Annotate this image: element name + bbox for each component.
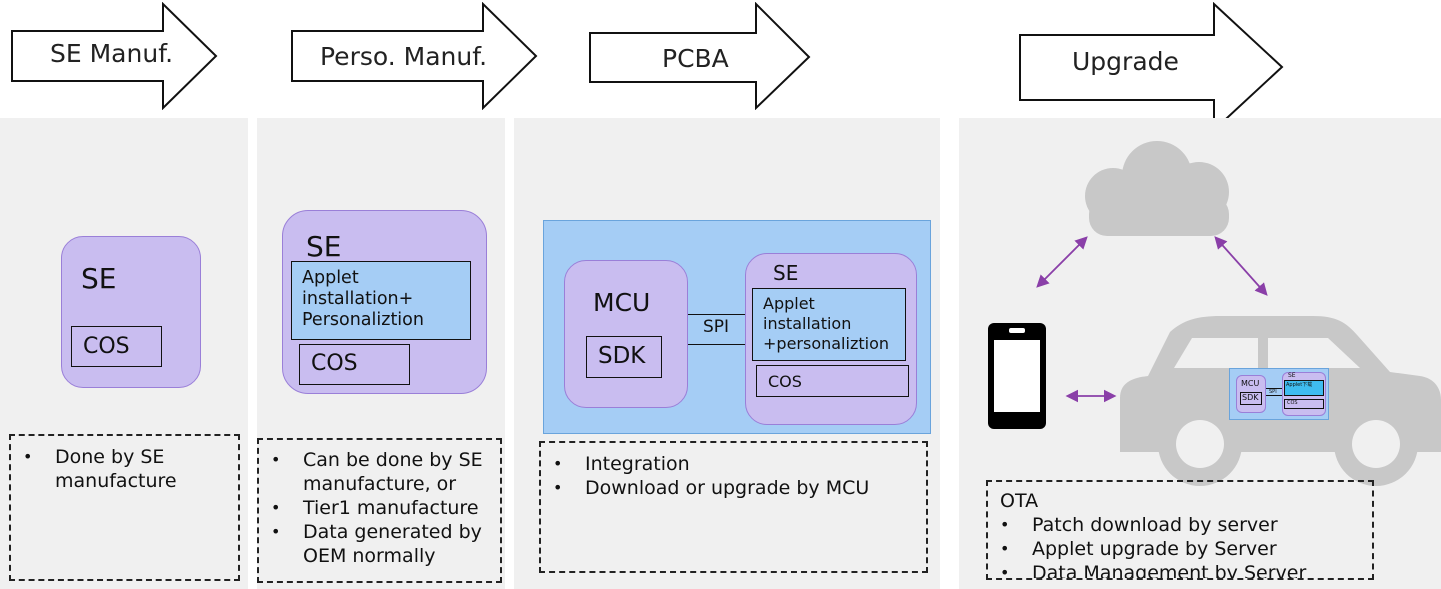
note-item: Can be done by SE manufacture, or (259, 448, 500, 496)
cloud-car-link (1214, 236, 1268, 296)
stage-label-pcba: PCBA (662, 44, 729, 73)
ota-title: OTA (1000, 490, 1039, 512)
mini-mcu-label: MCU (1241, 379, 1260, 388)
sdk-box (586, 336, 662, 378)
note-item: Data Management by Server (988, 561, 1372, 578)
note-item: Applet upgrade by Server (988, 537, 1372, 561)
mini-spi-bus (1266, 388, 1282, 396)
cos-box (756, 365, 909, 397)
notes-box-perso-manuf: Can be done by SE manufacture, or Tier1 … (257, 438, 502, 583)
stage-arrow-pcba (589, 2, 811, 110)
stage-arrow-se-manuf (11, 2, 218, 110)
notes-list: Can be done by SE manufacture, or Tier1 … (259, 448, 500, 568)
stage-label-se-manuf: SE Manuf. (50, 39, 174, 68)
mcu-label: MCU (593, 288, 651, 317)
applet-box (291, 261, 471, 340)
mcu-chip (564, 260, 688, 408)
notes-box-upgrade: OTA Patch download by server Applet upgr… (986, 480, 1374, 580)
notes-list: Patch download by server Applet upgrade … (988, 513, 1372, 578)
applet-box (752, 288, 906, 361)
se-chip-label: SE (773, 261, 799, 285)
mini-se-label: SE (1288, 372, 1296, 379)
se-chip (61, 236, 201, 388)
spi-bus-bottom (688, 344, 746, 345)
stage-arrow-upgrade (1019, 2, 1284, 132)
mini-applet-label: Applet下载 (1286, 382, 1313, 388)
cloud-icon (1085, 141, 1229, 236)
spi-label: SPI (703, 317, 730, 337)
spi-bus-top (688, 314, 746, 315)
se-chip-label: SE (81, 262, 117, 295)
mini-spi-label: SPI (1269, 389, 1277, 395)
se-chip-label: SE (306, 230, 342, 263)
mini-applet-box: Applet下载 (1284, 380, 1324, 396)
phone-icon (988, 323, 1046, 429)
notes-box-pcba: Integration Download or upgrade by MCU (539, 441, 928, 573)
mini-cos-label: COS (1287, 400, 1298, 406)
mini-sdk-label: SDK (1242, 393, 1259, 402)
notes-box-se-manuf: Done by SE manufacture (9, 434, 240, 581)
notes-list: Done by SE manufacture (11, 445, 238, 493)
cos-label: COS (311, 351, 358, 376)
note-item: Download or upgrade by MCU (541, 476, 926, 500)
note-item: Done by SE manufacture (11, 445, 238, 493)
stage-label-upgrade: Upgrade (1072, 47, 1179, 76)
mini-mcu-chip (1236, 375, 1266, 413)
mini-sdk-box (1240, 392, 1262, 405)
mini-cos-box: COS (1284, 399, 1324, 409)
applet-label: Applet installation+ Personaliztion (302, 268, 424, 330)
note-item: Tier1 manufacture (259, 496, 500, 520)
stage-arrow-perso-manuf (291, 2, 538, 110)
applet-label: Applet installation +personaliztion (763, 294, 889, 353)
phone-cloud-link (1036, 236, 1088, 288)
note-item: Integration (541, 452, 926, 476)
cos-label: COS (83, 334, 130, 359)
bidirectional-arrows (1036, 236, 1268, 403)
cos-box (299, 344, 410, 385)
stage-label-perso-manuf: Perso. Manuf. (320, 42, 488, 71)
note-item: Data generated by OEM normally (259, 520, 500, 568)
notes-list: Integration Download or upgrade by MCU (541, 452, 926, 500)
cos-box (71, 326, 162, 367)
cos-label: COS (768, 372, 802, 391)
sdk-label: SDK (598, 343, 646, 369)
note-item: Patch download by server (988, 513, 1372, 537)
